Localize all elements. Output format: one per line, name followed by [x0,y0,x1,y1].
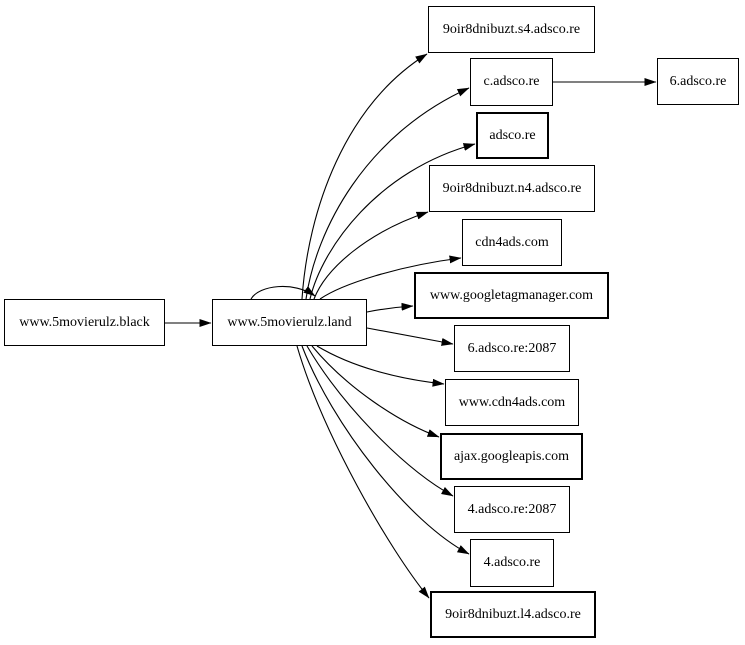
node-label: www.5movierulz.black [19,314,150,330]
edge-land-to-cdn4ads [319,255,462,300]
node-ajax-googleapis-com: ajax.googleapis.com [440,433,583,480]
node-6-adsco-re: 6.adsco.re [657,58,739,105]
node-www-5movierulz-black: www.5movierulz.black [4,299,165,346]
edge-land-to-4adscore [301,345,470,555]
node-label: ajax.googleapis.com [453,448,570,464]
node-9oir8dnibuzt-l4-adsco-re: 9oir8dnibuzt.l4.adsco.re [430,591,596,638]
node-www-cdn4ads-com: www.cdn4ads.com [445,379,579,426]
node-label: 6.adsco.re [669,73,727,89]
edge-land-to-n4 [313,211,429,300]
node-label: 9oir8dnibuzt.s4.adsco.re [442,21,581,37]
edge-land-to-wcdn4ads [316,345,445,387]
node-label: c.adsco.re [483,74,540,89]
node-label: 9oir8dnibuzt.l4.adsco.re [445,606,581,622]
node-www-googletagmanager-com: www.googletagmanager.com [414,272,609,319]
node-adsco-re: adsco.re [476,112,549,159]
edge-land-to-6adscore2087 [366,327,454,346]
node-label: 6.adsco.re:2087 [467,340,557,356]
node-c-adsco-re: c.adsco.re [470,58,553,106]
edge-land-to-gtm [366,302,414,313]
edge-land-to-l4 [296,345,430,599]
node-www-5movierulz-land: www.5movierulz.land [212,299,367,346]
node-label: 4.adsco.re [483,555,541,570]
node-4-adsco-re-2087: 4.adsco.re:2087 [454,486,570,533]
node-label: adsco.re [489,127,536,143]
edge-land-to-adsco [309,143,476,300]
node-label: www.googletagmanager.com [429,287,594,303]
node-label: cdn4ads.com [475,234,549,250]
node-4-adsco-re: 4.adsco.re [470,539,554,587]
node-cdn4ads-com: cdn4ads.com [462,219,562,266]
node-9oir8dnibuzt-s4-adsco-re: 9oir8dnibuzt.s4.adsco.re [428,6,595,53]
edge-land-to-ajax [311,345,440,438]
node-label: www.5movierulz.land [227,314,352,330]
node-label: www.cdn4ads.com [458,394,566,410]
node-6-adsco-re-2087: 6.adsco.re:2087 [454,325,570,372]
edge-land-to-c [305,87,470,300]
edge-land-self-loop [250,285,316,300]
edge-land-to-s4 [301,53,428,300]
edge-land-to-4adscore2087 [306,345,454,497]
node-9oir8dnibuzt-n4-adsco-re: 9oir8dnibuzt.n4.adsco.re [429,165,595,212]
node-label: 9oir8dnibuzt.n4.adsco.re [442,180,582,196]
node-label: 4.adsco.re:2087 [467,501,557,517]
